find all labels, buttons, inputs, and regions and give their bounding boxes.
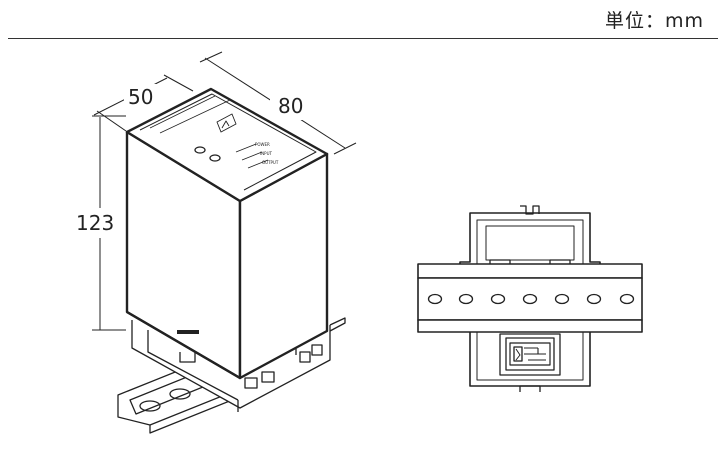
front-view xyxy=(417,205,643,392)
module-body: POWER INPUT OUTPUT xyxy=(125,87,329,380)
din-rail-front xyxy=(417,263,643,333)
header-rule xyxy=(8,38,718,39)
bottom-clip xyxy=(499,333,561,392)
isometric-unit: POWER INPUT OUTPUT xyxy=(117,87,346,434)
height-dimension: 123 xyxy=(76,211,114,235)
power-label: POWER xyxy=(255,142,270,147)
width-dimension: 80 xyxy=(278,94,303,118)
input-label: INPUT xyxy=(260,151,273,156)
depth-dimension: 50 xyxy=(128,85,153,109)
unit-label: 単位：mm xyxy=(604,10,704,32)
output-label: OUTPUT xyxy=(262,160,279,165)
